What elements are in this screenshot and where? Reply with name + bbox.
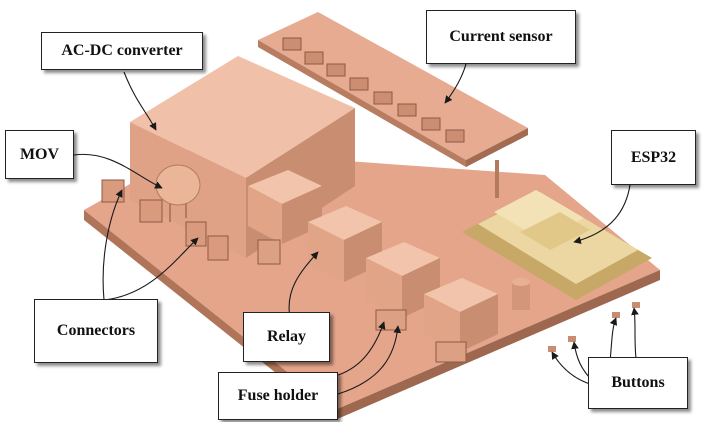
current-sensor-label: Current sensor xyxy=(426,10,576,64)
button-parts xyxy=(548,302,640,352)
callout-leaders xyxy=(73,63,639,395)
mov-label: MOV xyxy=(5,130,74,179)
capacitor xyxy=(512,278,530,310)
mov-component xyxy=(155,164,201,222)
relay-blocks xyxy=(248,170,498,352)
relay-label: Relay xyxy=(243,312,330,362)
connector-blocks xyxy=(101,179,229,261)
fuse-holder-label: Fuse holder xyxy=(218,372,338,420)
current-sensor-board xyxy=(258,12,528,198)
ac-dc-converter-label: AC-DC converter xyxy=(41,32,203,70)
connectors-label: Connectors xyxy=(34,299,158,363)
esp32-module xyxy=(462,190,652,300)
buttons-label: Buttons xyxy=(588,357,688,409)
esp32-label: ESP32 xyxy=(611,130,696,185)
